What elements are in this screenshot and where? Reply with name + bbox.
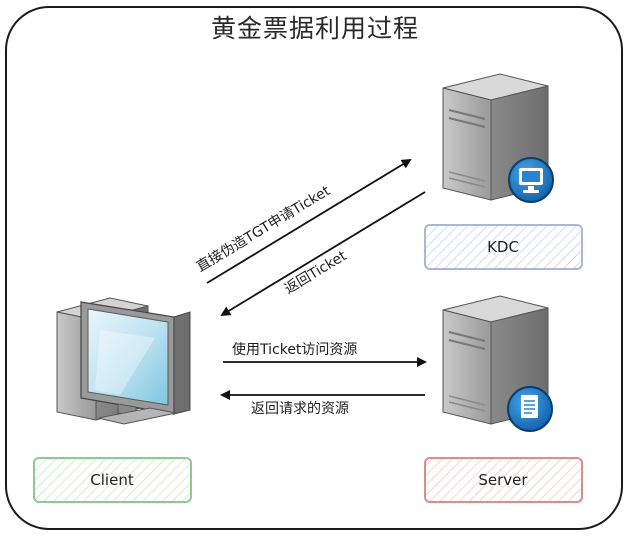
client-computer-icon [56,297,191,425]
label-apply-ticket: 直接伪造TGT申请Ticket [193,182,333,276]
server-box: Server [424,457,583,503]
diagram-title: 黄金票据利用过程 [210,14,419,43]
label-use-ticket: 使用Ticket访问资源 [232,341,357,358]
arrow-apply-ticket [206,158,412,284]
document-badge-icon [507,386,553,432]
arrow-return-ticket [220,191,426,317]
kdc-box: KDC [424,224,583,270]
kdc-label: KDC [487,238,519,256]
client-label: Client [90,471,134,489]
server-label: Server [478,471,528,489]
monitor-badge-icon [508,157,554,203]
client-box: Client [33,457,192,503]
label-return-resource: 返回请求的资源 [251,401,349,417]
diagram-frame [5,6,623,530]
